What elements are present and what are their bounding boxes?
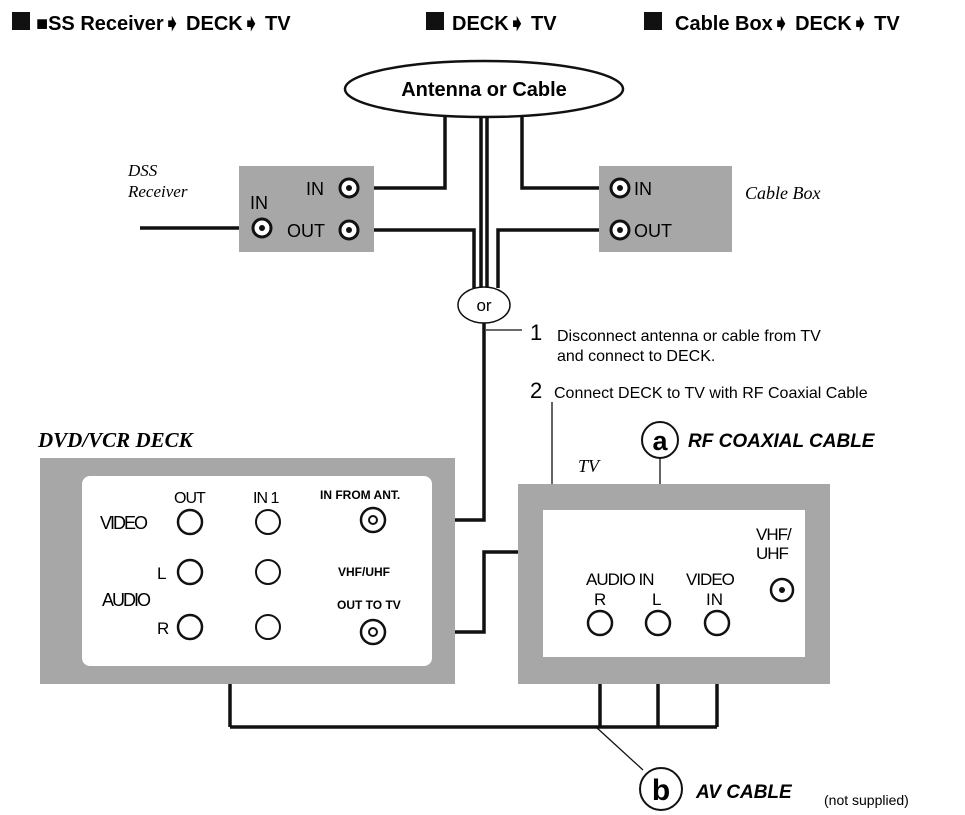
mode-2-label: DECK➧ TV [452, 13, 557, 35]
dss-in-right-label: IN [306, 179, 324, 199]
bullet-square-1 [12, 12, 30, 30]
deck-in1-video-jack [255, 509, 281, 535]
step-1-number: 1 [530, 320, 542, 345]
cablebox-out-jack [609, 219, 631, 241]
step-2-line1: Connect DECK to TV with RF Coaxial Cable [554, 385, 868, 402]
tv-audio-l-jack [644, 609, 672, 637]
tv-vhf-label: VHF/ [756, 525, 792, 544]
leader-b [595, 726, 644, 771]
deck-in1-r-jack [255, 614, 281, 640]
dss-name-line1: DSS [127, 161, 158, 180]
steps: 1 Disconnect antenna or cable from TV an… [530, 320, 868, 403]
deck-audio-label: AUDIO [102, 590, 151, 610]
callout-b-letter: b [652, 774, 670, 807]
bullet-square-2 [426, 12, 444, 30]
tv-audio-in-label: AUDIO IN [586, 570, 654, 589]
step-1-line2: and connect to DECK. [557, 348, 715, 365]
antenna-ellipse [343, 59, 625, 119]
bullet-square-3 [644, 12, 662, 30]
tv-panel [543, 510, 805, 657]
dss-receiver: DSS Receiver IN IN OUT [127, 161, 374, 252]
tv-audio-r-jack [586, 609, 614, 637]
cablebox-in-jack [609, 177, 631, 199]
callout-a-rf-coaxial-cable: a RF COAXIAL CABLE [641, 421, 876, 459]
cablebox-name: Cable Box [745, 183, 820, 203]
callout-b-circle [639, 767, 683, 811]
deck-l-label: L [157, 564, 166, 583]
deck-r-label: R [157, 619, 169, 638]
cablebox-out-label: OUT [634, 221, 672, 241]
step-1-line1: Disconnect antenna or cable from TV [557, 328, 821, 345]
dss-name-line2: Receiver [127, 182, 188, 201]
callout-b-av-cable: b AV CABLE (not supplied) [639, 767, 909, 811]
dss-out-jack [338, 219, 360, 241]
dvd-vcr-deck: DVD/VCR DECK OUT IN 1 VIDEO L AUDIO R IN… [37, 428, 455, 684]
wire-cablebox-out [496, 228, 608, 288]
or-ellipse [457, 286, 511, 324]
or-junction: or [457, 286, 511, 324]
dss-in-left-label: IN [250, 193, 268, 213]
dss-out-label: OUT [287, 221, 325, 241]
deck-video-label: VIDEO [100, 513, 148, 533]
tv-l-label: L [652, 590, 661, 609]
mode-1-label: ■SS Receiver➧ DECK➧ TV [36, 13, 291, 35]
tv: TV VHF/ UHF AUDIO IN VIDEO R L IN [518, 456, 830, 684]
wire-antenna-to-cablebox-in [520, 117, 608, 190]
tv-uhf-label: UHF [756, 544, 789, 563]
callout-a-letter: a [652, 426, 668, 456]
tv-video-label: VIDEO [686, 570, 735, 589]
deck-in-from-ant-label: IN FROM ANT. [320, 488, 400, 502]
wire-dss-out [362, 228, 476, 288]
tv-r-label: R [594, 590, 606, 609]
tv-title: TV [578, 456, 601, 476]
header: ■SS Receiver➧ DECK➧ TV DECK➧ TV Cable Bo… [12, 12, 900, 35]
antenna-or-cable: Antenna or Cable [343, 59, 625, 119]
callout-b-note: (not supplied) [824, 792, 909, 808]
wire-antenna-to-dss-in [362, 117, 447, 190]
cablebox-in-label: IN [634, 179, 652, 199]
cable-box: IN OUT Cable Box [599, 166, 820, 252]
antenna-label: Antenna or Cable [401, 79, 567, 101]
mode-3-label: Cable Box➧ DECK➧ TV [675, 13, 900, 35]
dss-in-left-jack [251, 217, 273, 239]
deck-ant-in-jack [359, 506, 387, 534]
or-label: or [476, 296, 491, 315]
deck-vhf-uhf-label: VHF/UHF [338, 565, 390, 579]
deck-rf-out-jack [359, 618, 387, 646]
deck-out-video-jack [176, 508, 204, 536]
deck-out-r-jack [176, 613, 204, 641]
dss-in-right-jack [338, 177, 360, 199]
deck-title: DVD/VCR DECK [37, 428, 195, 452]
deck-out-l-jack [176, 558, 204, 586]
deck-in1-l-jack [255, 559, 281, 585]
callout-a-label: RF COAXIAL CABLE [688, 431, 876, 452]
tv-vhf-uhf-jack [769, 577, 795, 603]
callout-a-circle [641, 421, 679, 459]
deck-out-label: OUT [174, 490, 206, 507]
deck-in1-label: IN 1 [253, 490, 279, 507]
deck-out-to-tv-label: OUT TO TV [337, 598, 401, 612]
tv-video-in-jack [703, 609, 731, 637]
step-2-number: 2 [530, 378, 542, 403]
tv-in-label: IN [706, 590, 723, 609]
callout-b-label: AV CABLE [695, 782, 793, 803]
